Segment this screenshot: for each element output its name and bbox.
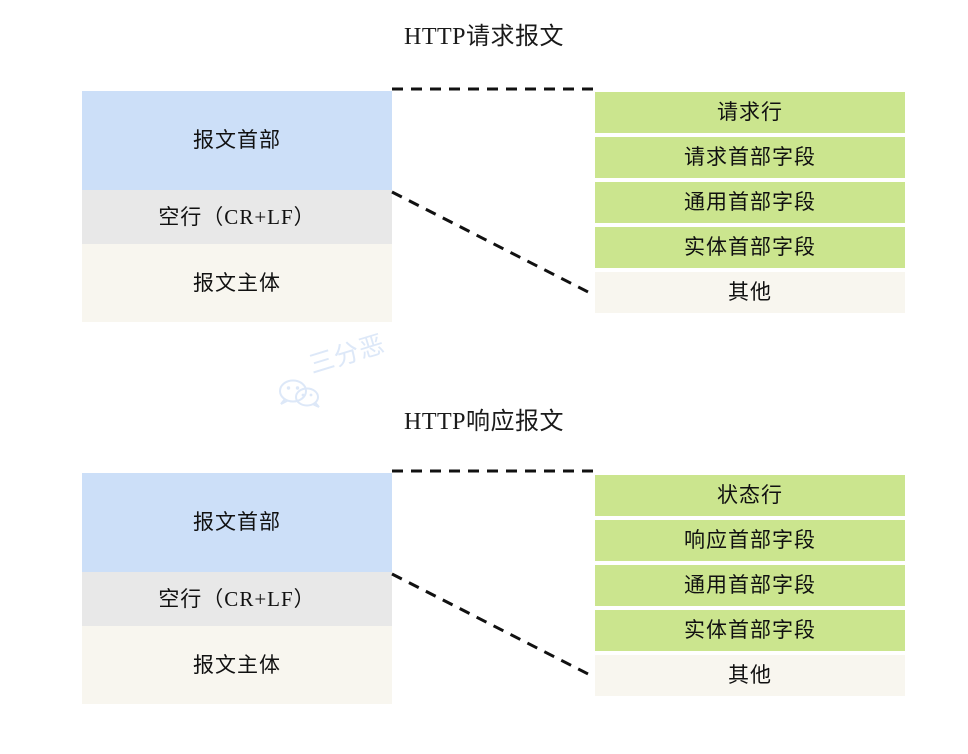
row-divider	[595, 133, 905, 137]
request-entity-header-fields-block: 实体首部字段	[595, 227, 905, 268]
row-divider	[595, 651, 905, 655]
row-divider	[595, 516, 905, 520]
response-other-block: 其他	[595, 655, 905, 696]
response-connector-bottom	[391, 572, 595, 679]
wechat-icon	[279, 379, 320, 408]
response-general-header-fields-block: 通用首部字段	[595, 565, 905, 606]
response-section-title: HTTP响应报文	[404, 409, 564, 435]
response-blank-line-block: 空行（CR+LF）	[82, 572, 392, 626]
response-message-header-block: 报文首部	[82, 473, 392, 572]
request-message-body-block: 报文主体	[82, 244, 392, 322]
request-general-header-fields-block: 通用首部字段	[595, 182, 905, 223]
request-message-header-block: 报文首部	[82, 91, 392, 190]
request-section-title: HTTP请求报文	[404, 24, 564, 50]
response-message-body-block: 报文主体	[82, 626, 392, 704]
row-divider	[595, 268, 905, 272]
request-blank-line-block: 空行（CR+LF）	[82, 190, 392, 244]
response-message-structure-column: 报文首部 空行（CR+LF） 报文主体	[82, 473, 392, 704]
watermark-text: 三分恶	[306, 330, 389, 380]
request-other-block: 其他	[595, 272, 905, 313]
response-header-detail-column: 状态行 响应首部字段 通用首部字段 实体首部字段 其他	[595, 475, 905, 696]
row-divider	[595, 178, 905, 182]
response-entity-header-fields-block: 实体首部字段	[595, 610, 905, 651]
request-header-fields-block: 请求首部字段	[595, 137, 905, 178]
status-line-block: 状态行	[595, 475, 905, 516]
request-header-detail-column: 请求行 请求首部字段 通用首部字段 实体首部字段 其他	[595, 92, 905, 313]
response-header-fields-block: 响应首部字段	[595, 520, 905, 561]
row-divider	[595, 606, 905, 610]
request-connector-bottom	[391, 190, 595, 297]
row-divider	[595, 561, 905, 565]
request-line-block: 请求行	[595, 92, 905, 133]
request-message-structure-column: 报文首部 空行（CR+LF） 报文主体	[82, 91, 392, 322]
watermark: 三分恶	[276, 331, 426, 410]
row-divider	[595, 223, 905, 227]
